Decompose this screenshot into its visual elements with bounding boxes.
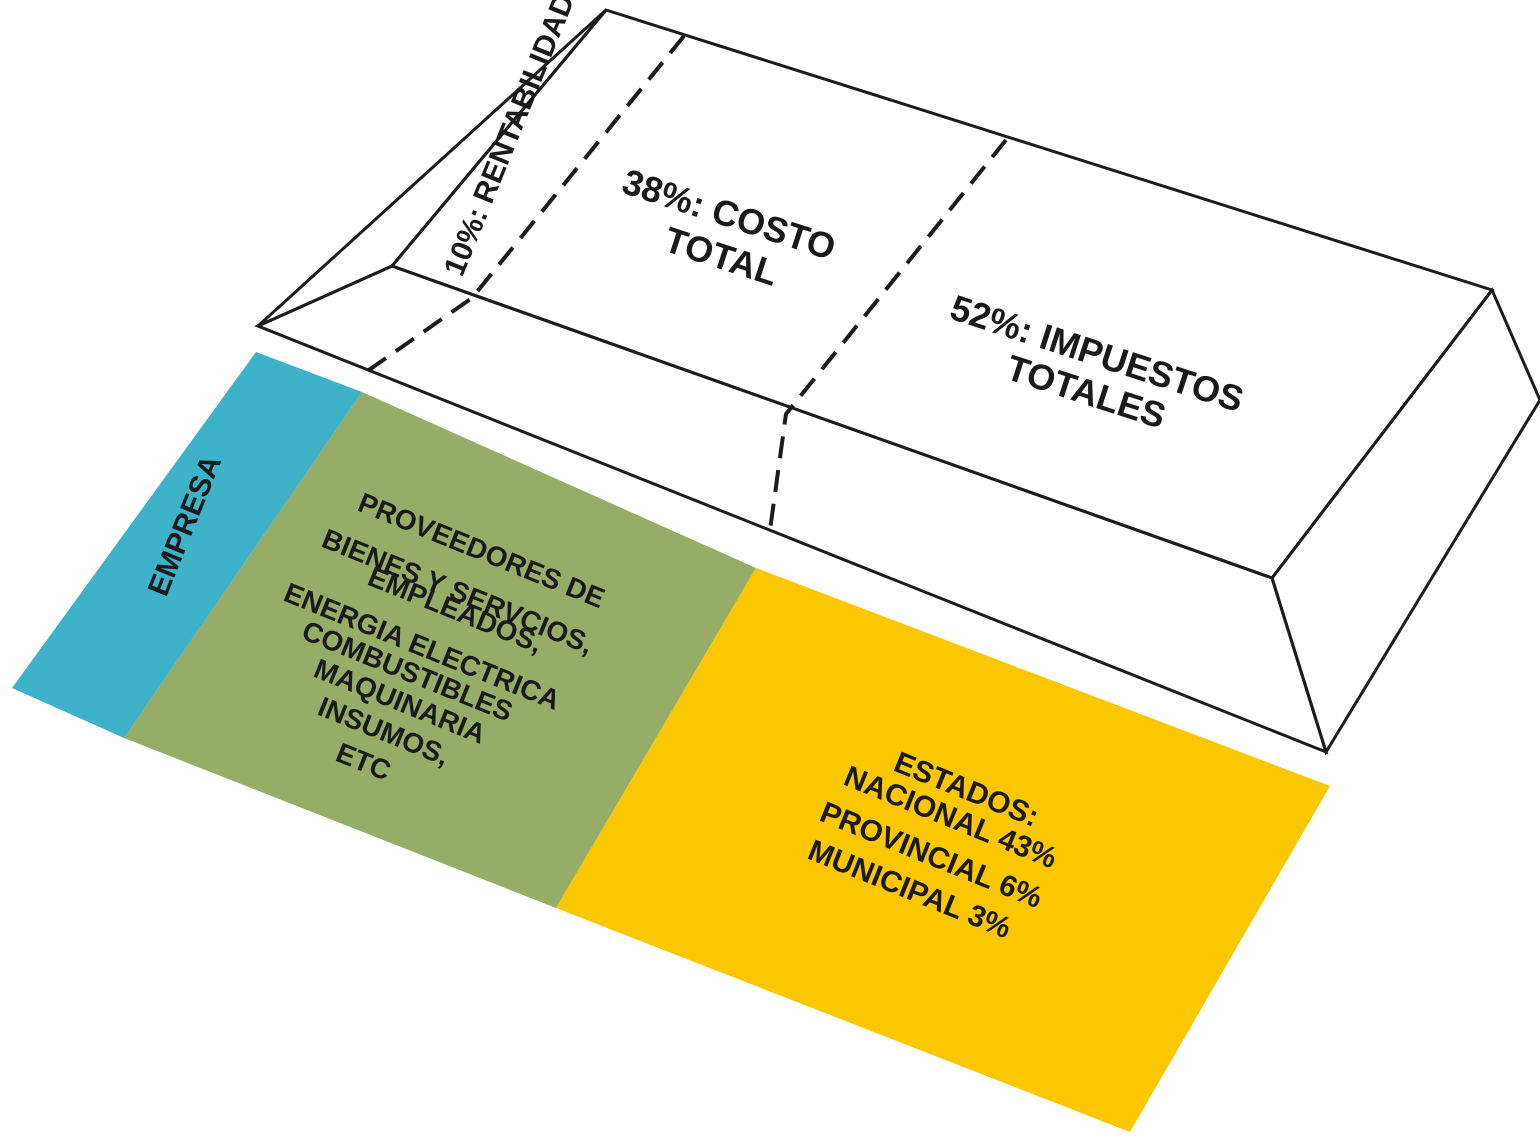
ingot-right-face xyxy=(1272,290,1540,752)
label-rentabilidad: 10%: RENTABILIDAD xyxy=(438,0,581,281)
